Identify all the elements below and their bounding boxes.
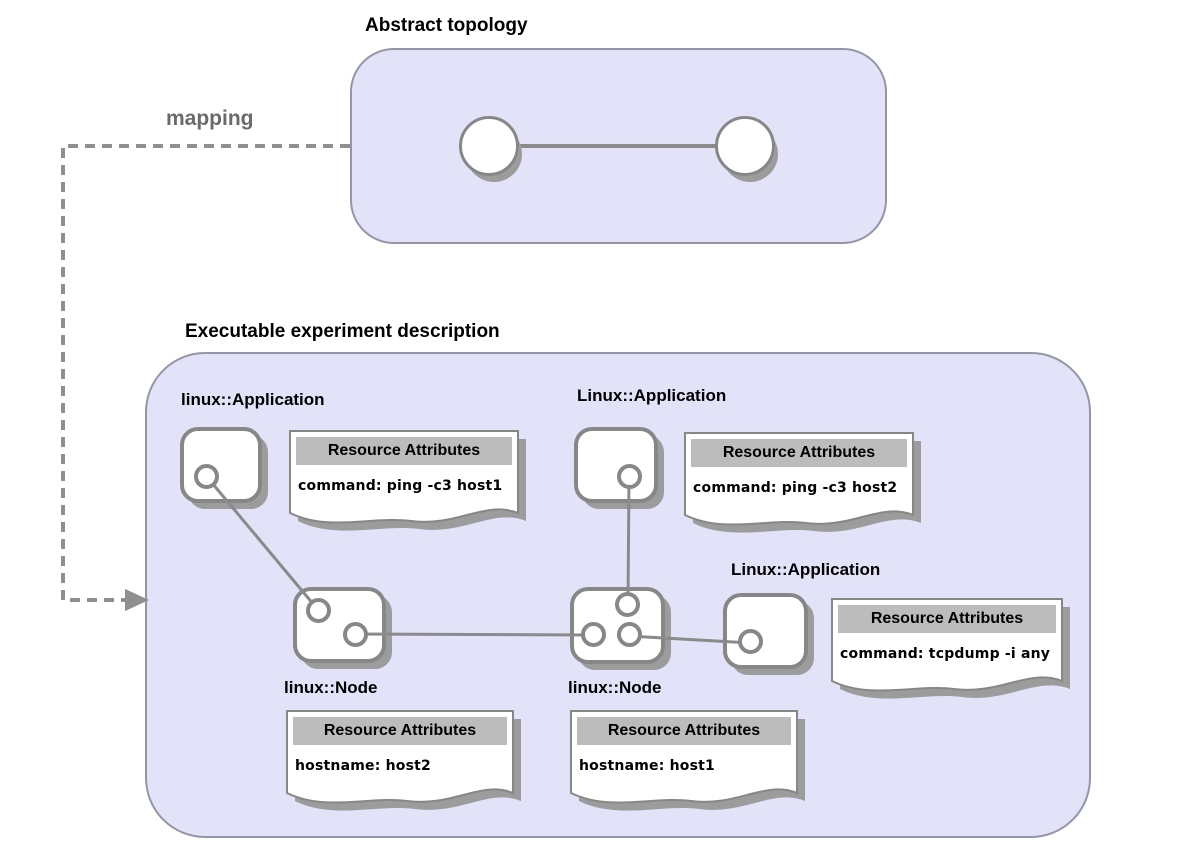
port-icon-node2-mid [617,622,642,647]
node-label-1: linux::Node [284,678,378,697]
application-label-3: Linux::Application [731,560,881,579]
application-box-1 [180,427,262,503]
port-icon-app2 [617,464,642,489]
resource-note-app3: Resource Attributes command: tcpdump -i … [831,598,1071,710]
port-icon-node2-top [615,592,640,617]
note-body: command: ping -c3 host1 [298,478,503,494]
port-icon-node1-right [343,622,368,647]
executable-description-title: Executable experiment description [185,321,500,342]
abstract-node-icon-2 [715,116,775,176]
resource-note-app2: Resource Attributes command: ping -c3 ho… [684,432,922,544]
port-icon-node1-top [306,598,331,623]
node-box-1 [293,587,386,663]
application-label-1: linux::Application [181,390,325,409]
note-body: command: tcpdump -i any [840,646,1051,662]
port-icon-node2-left [581,622,606,647]
note-header: Resource Attributes [293,717,507,745]
application-box-3 [723,593,808,669]
note-header: Resource Attributes [577,717,791,745]
resource-note-node1: Resource Attributes hostname: host2 [286,710,522,822]
abstract-topology-panel [350,48,887,244]
application-box-2 [574,427,658,503]
mapping-label: mapping [166,107,254,130]
port-icon-app1 [194,464,219,489]
abstract-node-icon-1 [459,116,519,176]
note-header: Resource Attributes [691,439,907,467]
application-label-2: Linux::Application [577,386,727,405]
note-header: Resource Attributes [296,437,512,465]
resource-note-app1: Resource Attributes command: ping -c3 ho… [289,430,527,542]
resource-note-node2: Resource Attributes hostname: host1 [570,710,806,822]
note-body: hostname: host2 [295,758,431,774]
port-icon-app3 [738,629,763,654]
abstract-topology-title: Abstract topology [365,15,528,36]
node-label-2: linux::Node [568,678,662,697]
note-header: Resource Attributes [838,605,1056,633]
note-body: hostname: host1 [579,758,715,774]
note-body: command: ping -c3 host2 [693,480,898,496]
